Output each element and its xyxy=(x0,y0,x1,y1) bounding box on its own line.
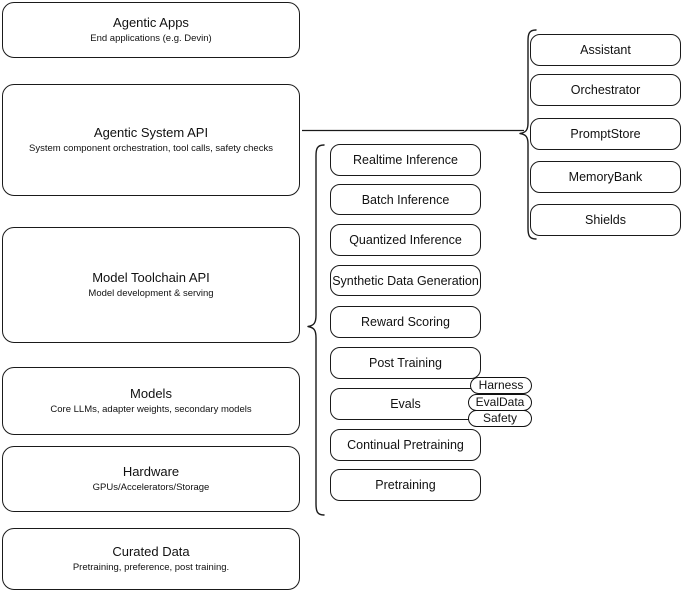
evals-subcomponent-safety[interactable]: Safety xyxy=(468,410,532,427)
component-realtime-inference[interactable]: Realtime Inference xyxy=(330,144,481,176)
layer-subtitle: Core LLMs, adapter weights, secondary mo… xyxy=(50,404,252,415)
component-label: Continual Pretraining xyxy=(347,438,464,452)
component-label: Orchestrator xyxy=(570,83,641,97)
component-label: Quantized Inference xyxy=(349,233,462,247)
component-label: Pretraining xyxy=(375,478,436,492)
layer-curated-data[interactable]: Curated Data Pretraining, preference, po… xyxy=(2,528,300,590)
layer-title: Curated Data xyxy=(112,544,190,559)
component-evals[interactable]: Evals xyxy=(330,388,481,420)
pill-label: Safety xyxy=(482,411,518,425)
component-assistant[interactable]: Assistant xyxy=(530,34,681,66)
component-reward-scoring[interactable]: Reward Scoring xyxy=(330,306,481,338)
layer-title: Hardware xyxy=(122,464,180,479)
layer-title: Agentic Apps xyxy=(113,15,189,30)
component-label: Evals xyxy=(390,397,421,411)
pill-label: Harness xyxy=(478,378,524,392)
component-label: Reward Scoring xyxy=(361,315,450,329)
layer-title: Models xyxy=(130,386,172,401)
component-label: Post Training xyxy=(369,356,442,370)
layer-subtitle: Pretraining, preference, post training. xyxy=(72,562,230,573)
component-quantized-inference[interactable]: Quantized Inference xyxy=(330,224,481,256)
component-label: PromptStore xyxy=(570,127,641,141)
component-pretraining[interactable]: Pretraining xyxy=(330,469,481,501)
component-shields[interactable]: Shields xyxy=(530,204,681,236)
component-batch-inference[interactable]: Batch Inference xyxy=(330,184,481,215)
layer-subtitle: GPUs/Accelerators/Storage xyxy=(92,482,210,493)
layer-title: Model Toolchain API xyxy=(92,270,210,285)
component-continual-pretraining[interactable]: Continual Pretraining xyxy=(330,429,481,461)
component-orchestrator[interactable]: Orchestrator xyxy=(530,74,681,106)
layer-hardware[interactable]: Hardware GPUs/Accelerators/Storage xyxy=(2,446,300,512)
component-label: Synthetic Data Generation xyxy=(332,273,479,288)
component-post-training[interactable]: Post Training xyxy=(330,347,481,379)
component-label: Shields xyxy=(585,213,626,227)
component-promptstore[interactable]: PromptStore xyxy=(530,118,681,150)
connector-agentic-system-to-components xyxy=(302,122,526,140)
layer-agentic-system-api[interactable]: Agentic System API System component orch… xyxy=(2,84,300,196)
layer-subtitle: System component orchestration, tool cal… xyxy=(29,143,273,154)
layer-title: Agentic System API xyxy=(93,125,209,140)
component-label: Batch Inference xyxy=(361,192,450,207)
component-synthetic-data-generation[interactable]: Synthetic Data Generation xyxy=(330,265,481,296)
component-label: Assistant xyxy=(580,43,631,57)
evals-subcomponent-harness[interactable]: Harness xyxy=(470,377,532,394)
layer-model-toolchain-api[interactable]: Model Toolchain API Model development & … xyxy=(2,227,300,343)
evals-subcomponent-evaldata[interactable]: EvalData xyxy=(468,394,532,411)
layer-subtitle: End applications (e.g. Devin) xyxy=(90,33,212,44)
component-label: MemoryBank xyxy=(568,170,643,184)
brace-model-toolchain xyxy=(300,143,326,519)
layer-models[interactable]: Models Core LLMs, adapter weights, secon… xyxy=(2,367,300,435)
layer-subtitle: Model development & serving xyxy=(88,288,214,299)
component-label: Realtime Inference xyxy=(353,153,458,167)
component-memorybank[interactable]: MemoryBank xyxy=(530,161,681,193)
pill-label: EvalData xyxy=(475,395,525,409)
layer-agentic-apps[interactable]: Agentic Apps End applications (e.g. Devi… xyxy=(2,2,300,58)
